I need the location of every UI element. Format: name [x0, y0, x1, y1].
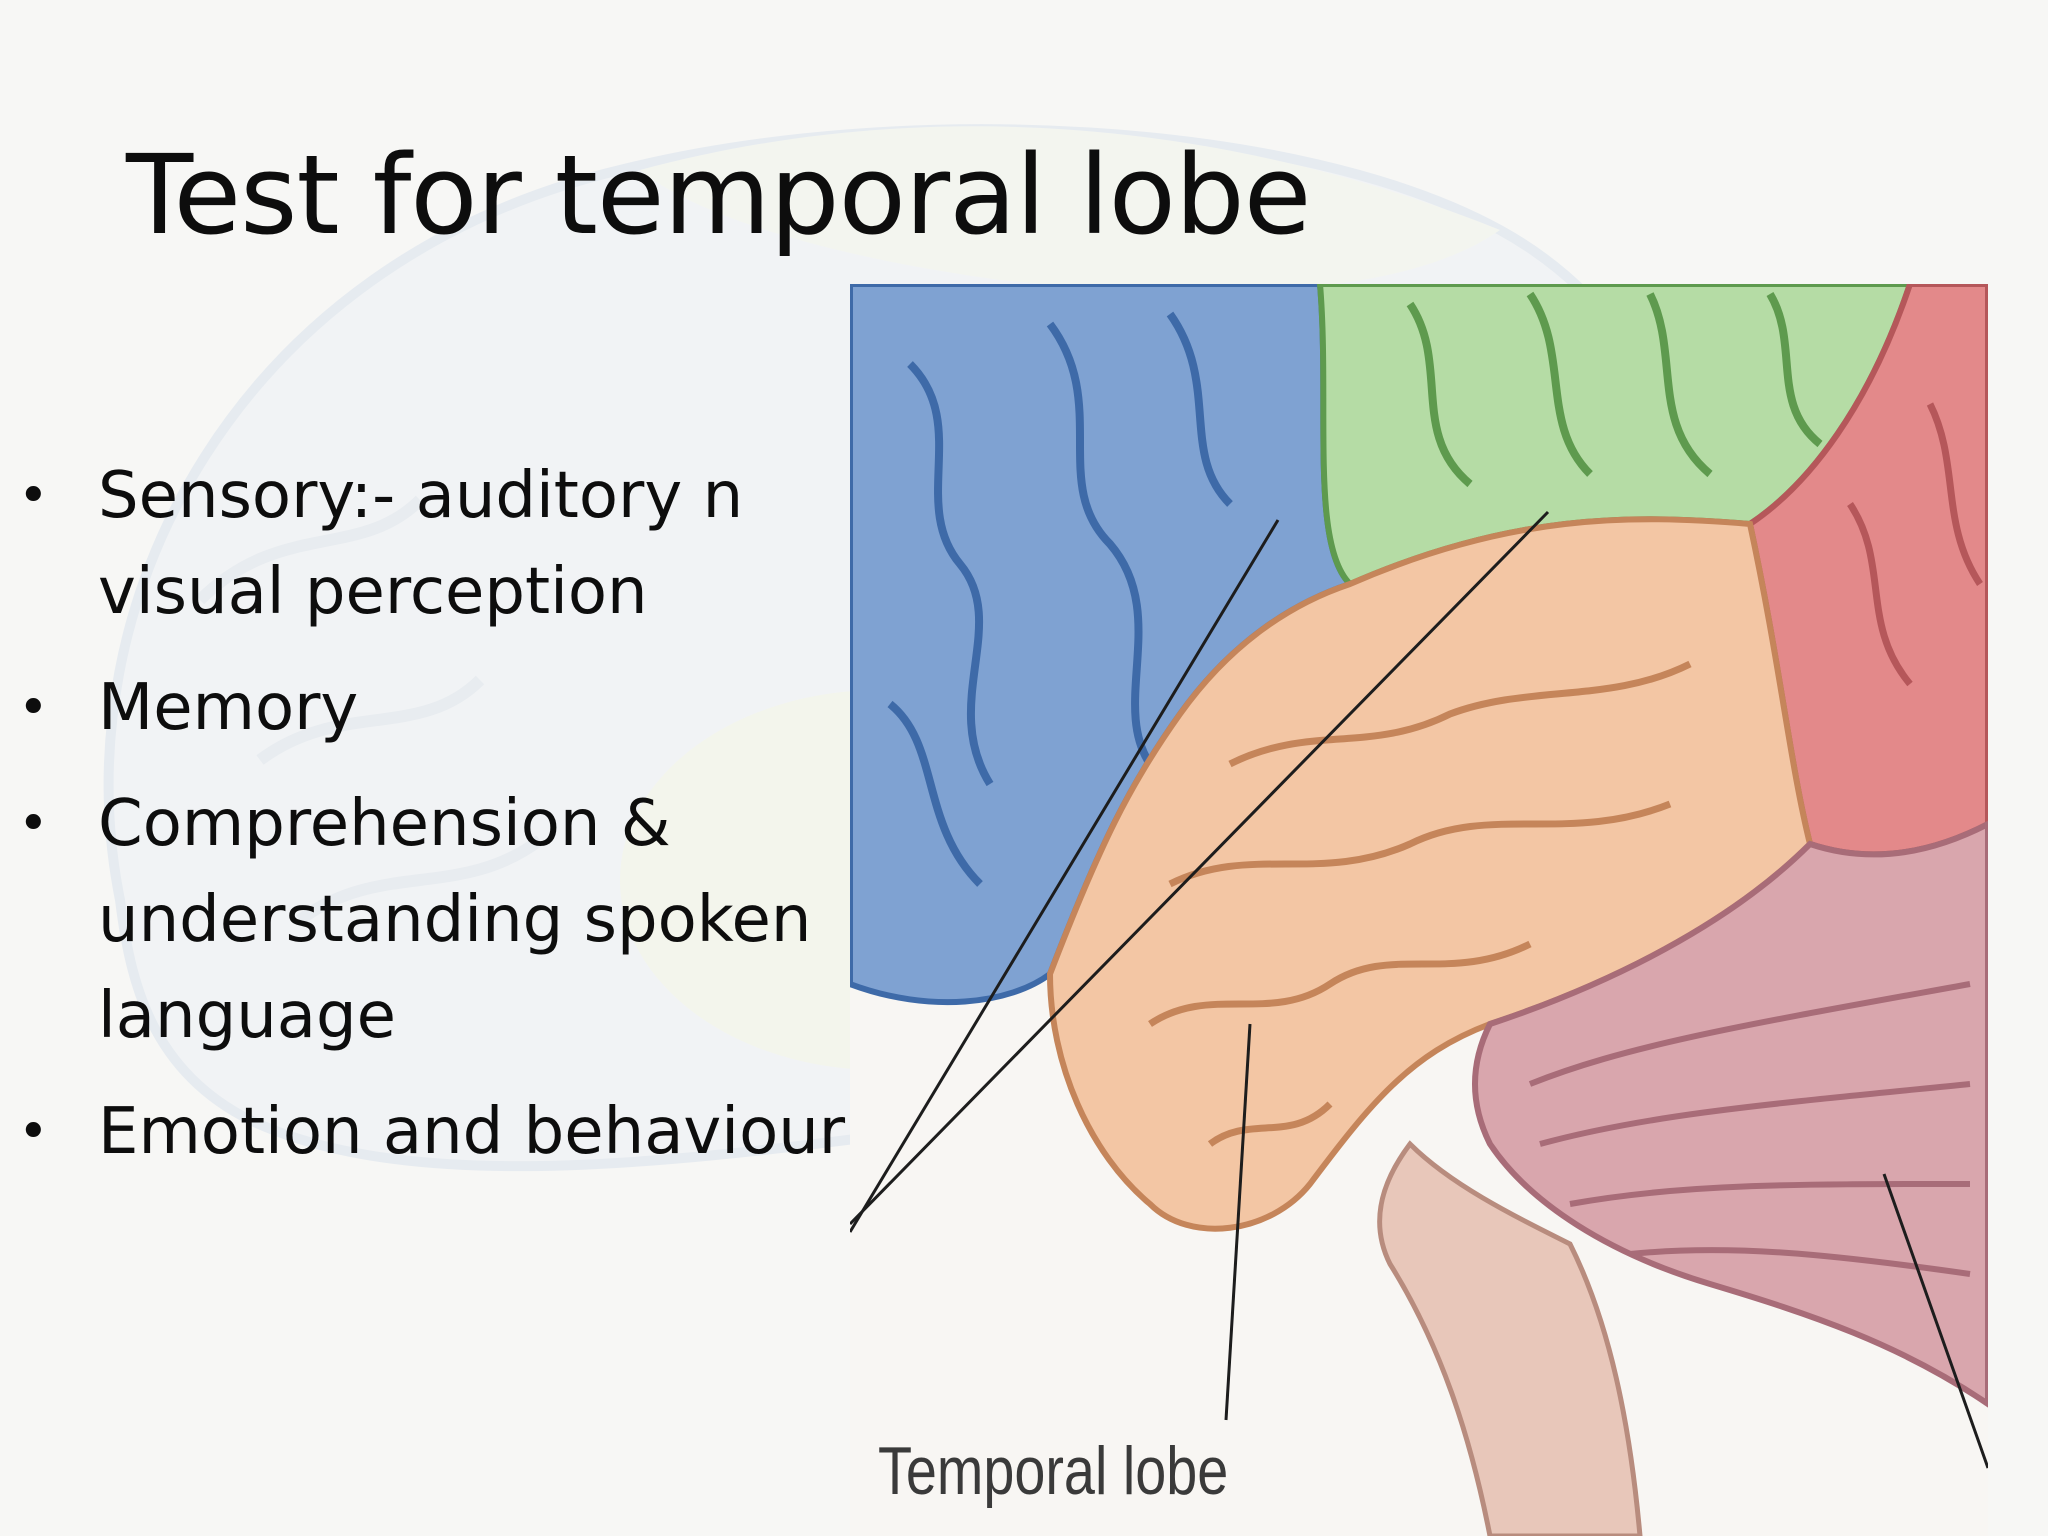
bullet-icon: • [18, 794, 49, 854]
bullet-item: • Sensory:- auditory n visual perception [18, 448, 848, 640]
bullet-text: Memory [98, 671, 359, 745]
bullet-icon: • [18, 1102, 49, 1162]
bullet-text: Sensory:- auditory n visual perception [98, 459, 744, 629]
slide-title: Test for temporal lobe [126, 131, 1311, 259]
bullet-item: • Memory [18, 660, 848, 756]
brain-illustration: Temporal lobe [850, 284, 1988, 1536]
callout-line [850, 519, 1280, 1233]
bullet-icon: • [18, 678, 49, 738]
bullet-text: Comprehension & understanding spoken lan… [98, 787, 812, 1053]
bullet-icon: • [18, 466, 49, 526]
bullet-item: • Comprehension & understanding spoken la… [18, 776, 848, 1064]
bullet-item: • Emotion and behaviour [18, 1084, 848, 1180]
callout-line [1224, 1023, 1252, 1421]
bullet-text: Emotion and behaviour [98, 1095, 846, 1169]
bullet-list: •Sensory:- auditory n visual perception … [18, 448, 848, 1200]
callout-line [850, 510, 1550, 1226]
temporal-lobe-label: Temporal lobe [878, 1433, 1229, 1509]
callout-line [1882, 1173, 1988, 1469]
